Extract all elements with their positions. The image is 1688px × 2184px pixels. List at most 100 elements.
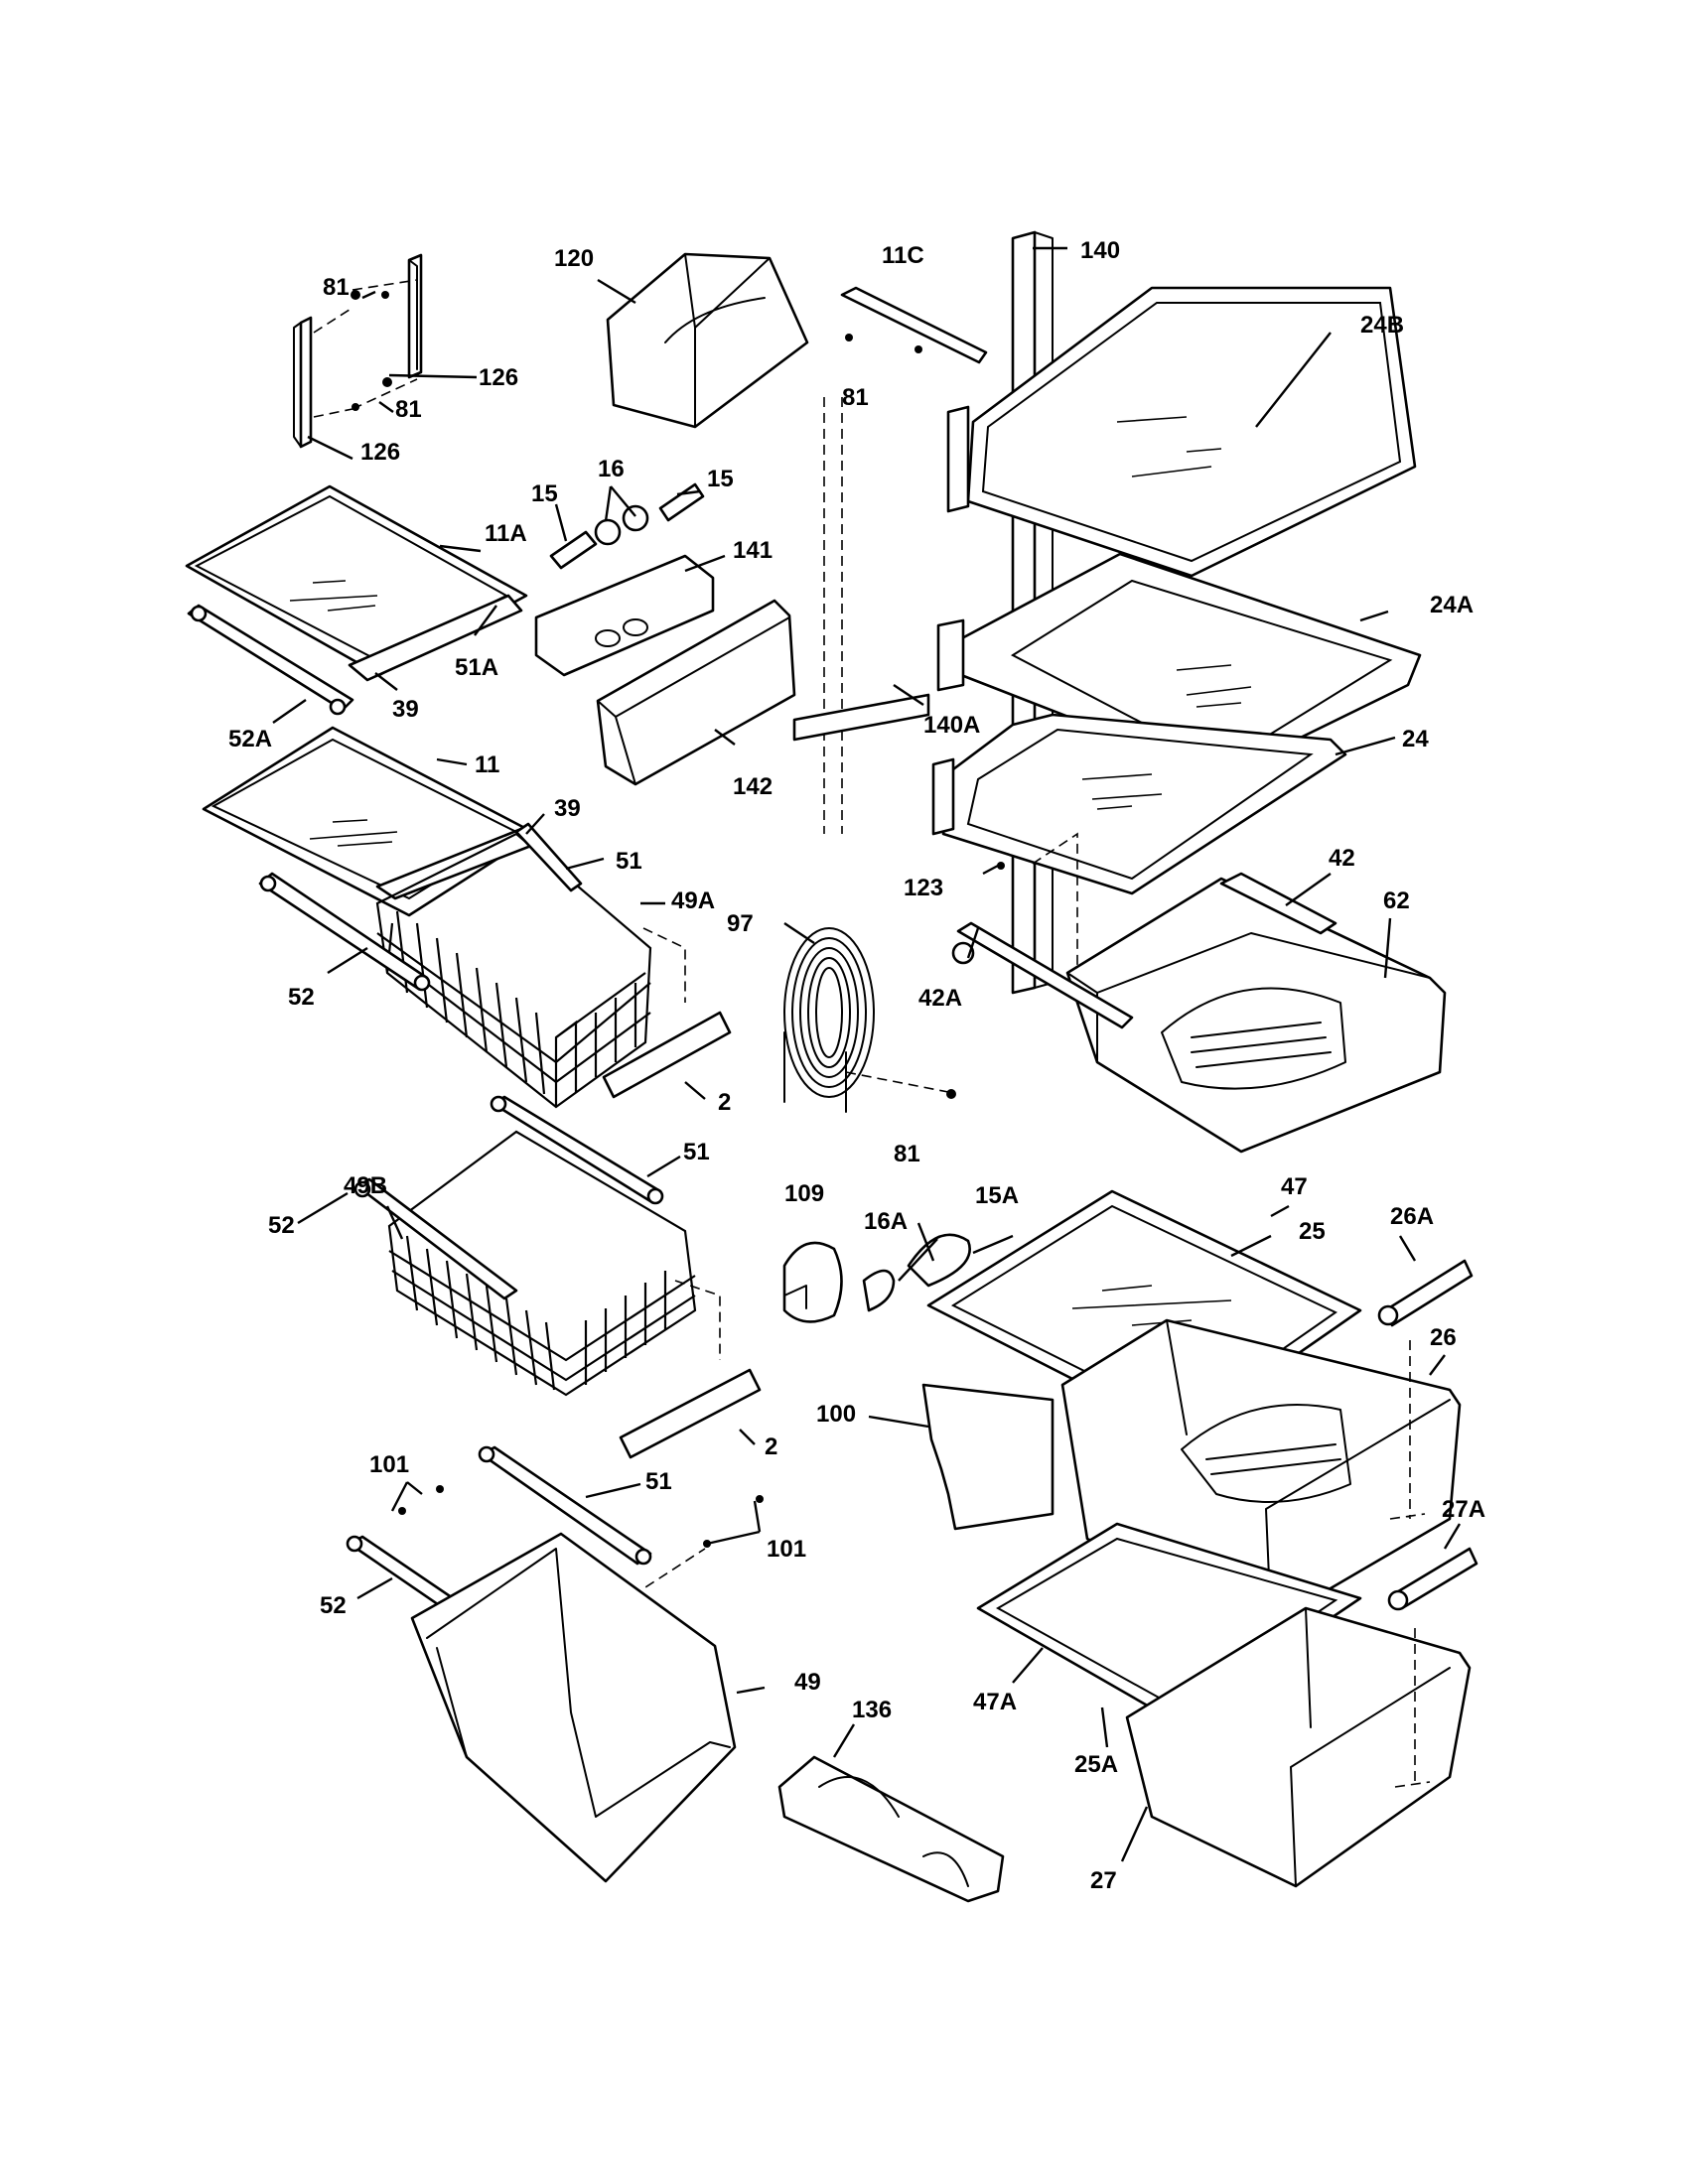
callout-81: 81 (842, 384, 869, 411)
bracket-126-left (293, 316, 313, 449)
callout-47: 47 (1281, 1173, 1308, 1200)
callout-49B: 49B (344, 1172, 387, 1199)
callout-11C: 11C (882, 242, 924, 269)
callout-42A: 42A (918, 985, 962, 1012)
callout-24B: 24B (1360, 312, 1404, 339)
shelf-11A (185, 484, 528, 682)
callout-26: 26 (1430, 1324, 1457, 1351)
callout-11A: 11A (485, 520, 527, 547)
callout-120: 120 (554, 245, 594, 272)
callout-2: 2 (765, 1433, 777, 1460)
callout-11: 11 (475, 751, 499, 778)
callout-labels: 81 126 81 126 120 11C 140 24B 81 15 16 1… (228, 237, 1485, 1894)
callout-101: 101 (369, 1451, 409, 1478)
lamp-cover-109 (782, 1241, 843, 1323)
holder-136 (777, 1755, 1005, 1903)
rail-42 (1219, 872, 1337, 935)
shelf-24A (936, 552, 1422, 778)
callout-142: 142 (733, 773, 773, 800)
screw-101-c (756, 1495, 764, 1503)
cover-142 (596, 599, 796, 786)
shelf-24 (931, 713, 1347, 895)
rail-51-upper (514, 822, 583, 892)
socket-16A (862, 1269, 896, 1312)
callout-62: 62 (1383, 887, 1410, 914)
screw-81-d (352, 403, 359, 411)
callout-42: 42 (1329, 845, 1355, 872)
lamp-15-left (549, 530, 598, 570)
leader-lines (272, 246, 1462, 1862)
socket-16 (594, 504, 649, 546)
callout-140: 140 (1080, 237, 1120, 264)
trim-2-lower (619, 1368, 762, 1459)
bracket-126-right (407, 253, 423, 379)
callout-51A: 51A (455, 654, 498, 681)
trim-2-upper (602, 1011, 732, 1099)
shelf-25A (976, 1522, 1362, 1724)
screw-101-a (398, 1507, 406, 1515)
panel-100 (921, 1383, 1055, 1531)
callout-51: 51 (616, 848, 642, 875)
callout-97: 97 (727, 910, 754, 937)
screw-81-b (381, 291, 389, 299)
callout-51: 51 (645, 1468, 672, 1495)
callout-15: 15 (707, 466, 734, 492)
screw-81-c (382, 377, 392, 387)
callout-26A: 26A (1390, 1203, 1434, 1230)
screw-123 (997, 862, 1005, 870)
bracket-27A (1387, 1547, 1478, 1611)
wire-basket-49B (387, 1130, 697, 1397)
rail-11C (840, 286, 988, 364)
callout-52A: 52A (228, 726, 272, 752)
coil-97 (783, 927, 875, 1113)
bracket-26A (1377, 1259, 1474, 1327)
callout-100: 100 (816, 1401, 856, 1428)
rail-52-middle (353, 1177, 518, 1300)
callout-141: 141 (733, 537, 773, 564)
callout-27A: 27A (1442, 1496, 1485, 1523)
callout-25: 25 (1299, 1218, 1326, 1245)
callout-25A: 25A (1074, 1751, 1118, 1778)
bin-49 (410, 1532, 737, 1883)
callout-52: 52 (268, 1212, 295, 1239)
callout-81: 81 (395, 396, 422, 423)
rail-42A (951, 921, 1134, 1029)
callout-123: 123 (904, 875, 943, 901)
callout-126: 126 (479, 364, 518, 391)
screw-101-b (436, 1485, 444, 1493)
crisper-62 (1065, 877, 1447, 1154)
callout-109: 109 (784, 1180, 824, 1207)
callout-2: 2 (718, 1089, 731, 1116)
callout-24A: 24A (1430, 592, 1474, 618)
bin-120 (606, 252, 809, 429)
callout-81: 81 (894, 1141, 920, 1167)
callout-15: 15 (531, 480, 558, 507)
callout-24: 24 (1402, 726, 1429, 752)
callout-52: 52 (320, 1592, 347, 1619)
rail-51-lower (478, 1445, 652, 1566)
callout-140A: 140A (923, 712, 980, 739)
callout-39: 39 (554, 795, 581, 822)
bracket-141 (534, 554, 715, 677)
rail-52A (187, 604, 354, 716)
shelf-24B (946, 286, 1417, 578)
bar-140A (792, 693, 930, 742)
rail-51-middle (490, 1095, 664, 1205)
callout-81: 81 (323, 274, 350, 301)
callout-126: 126 (360, 439, 400, 466)
screw-81-coil (946, 1089, 956, 1099)
rail-52-upper (258, 872, 431, 992)
ladder-rail-dotted (823, 397, 843, 834)
lamp-15-right (658, 482, 705, 522)
callout-136: 136 (852, 1697, 892, 1723)
callout-51: 51 (683, 1139, 710, 1165)
crisper-27 (1125, 1606, 1472, 1888)
callout-16: 16 (598, 456, 625, 482)
callout-49A: 49A (671, 887, 715, 914)
screw-81-a (351, 290, 360, 300)
callout-27: 27 (1090, 1867, 1117, 1894)
callout-49: 49 (794, 1669, 821, 1696)
callout-15A: 15A (975, 1182, 1019, 1209)
callout-16A: 16A (864, 1208, 908, 1235)
